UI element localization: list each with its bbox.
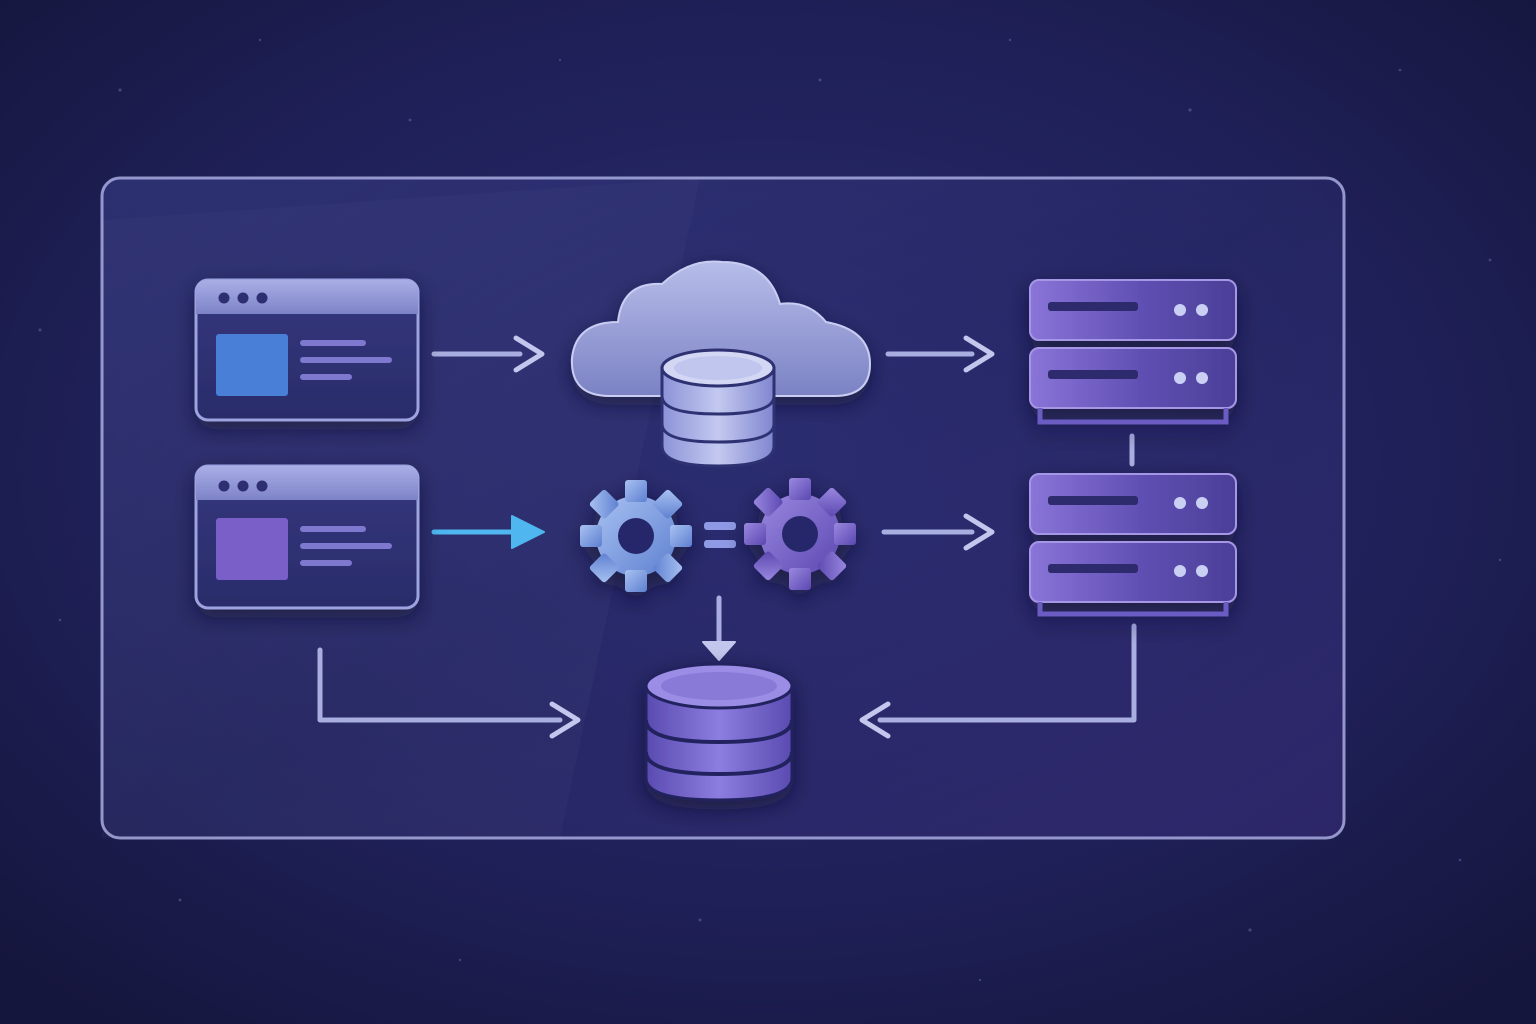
- gear-icon: [744, 478, 856, 590]
- arrow-app2-to-database: [317, 647, 581, 739]
- server-icon: [1029, 279, 1237, 425]
- browser-window-icon: [194, 278, 420, 422]
- browser-window-icon: [194, 464, 420, 610]
- arrow-app1-to-cloud: [431, 335, 545, 373]
- arrow-app2-to-gears: [431, 515, 545, 549]
- server-icon: [1029, 473, 1237, 617]
- cloud-icon: [570, 260, 872, 397]
- arrow-cloud-to-server1: [885, 335, 995, 373]
- arrow-gears-to-database: [702, 595, 736, 661]
- link-bar-icon: [704, 522, 736, 548]
- connectors: [317, 335, 1137, 739]
- gear-icon: [580, 480, 692, 592]
- background-particles: [38, 38, 1502, 982]
- database-icon: [644, 662, 794, 802]
- arrow-gears-to-server2: [881, 513, 995, 551]
- database-icon: [660, 348, 776, 468]
- arrow-server2-to-database: [859, 623, 1137, 739]
